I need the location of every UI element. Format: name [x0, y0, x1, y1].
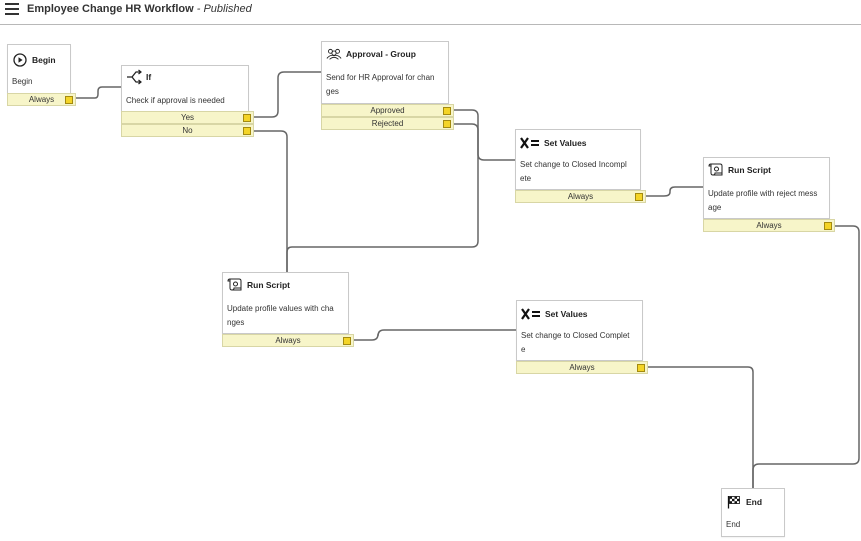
exit-port[interactable]: [243, 127, 251, 135]
wire-rejected-to-script-update: [286, 123, 479, 272]
activity-description-line-1: Send for HR Approval for chan: [326, 73, 435, 82]
exit-port[interactable]: [343, 337, 351, 345]
exit-always[interactable]: Always: [516, 361, 648, 374]
exit-label: Always: [569, 363, 595, 372]
checkered-flag-icon: [726, 494, 742, 510]
activity-description-line-2: ete: [520, 174, 532, 183]
activity-description-line-2: age: [708, 203, 722, 212]
activity-title: If: [146, 72, 152, 82]
activity-title: Set Values: [544, 138, 587, 148]
exit-port[interactable]: [443, 107, 451, 115]
exit-label: Approved: [370, 106, 405, 115]
play-icon: [12, 52, 28, 68]
exit-port[interactable]: [824, 222, 832, 230]
activity-description-line-2: nges: [227, 318, 245, 327]
exit-always[interactable]: Always: [703, 219, 835, 232]
branch-icon: [126, 69, 142, 85]
activity-run-script-reject[interactable]: Run Script Update profile with reject me…: [703, 157, 830, 219]
activity-title: Run Script: [728, 165, 771, 175]
exit-label: Always: [567, 192, 594, 201]
exit-always[interactable]: Always: [7, 93, 76, 106]
exit-label: Rejected: [371, 119, 404, 128]
activity-if[interactable]: If Check if approval is needed: [121, 65, 249, 112]
script-icon: [708, 162, 724, 178]
exit-no[interactable]: No: [121, 124, 254, 137]
exit-label: Always: [756, 221, 782, 230]
workflow-name: Employee Change HR Workflow: [27, 3, 194, 15]
activity-title: Run Script: [247, 280, 290, 290]
exit-port[interactable]: [65, 96, 73, 104]
exit-label: Yes: [180, 113, 195, 122]
activity-title: Begin: [32, 55, 56, 65]
activity-title: Approval - Group: [346, 49, 416, 59]
workflow-status: - Published: [196, 3, 252, 15]
wire-set-incomplete-to-script-reject: [646, 186, 703, 197]
exit-port[interactable]: [443, 120, 451, 128]
wire-no-to-script-update: [254, 130, 288, 272]
workflow-title: Employee Change HR Workflow - Published: [27, 3, 252, 15]
hamburger-menu-icon[interactable]: [5, 3, 19, 17]
activity-run-script-update[interactable]: Run Script Update profile values with ch…: [222, 272, 349, 334]
activity-set-values-incomplete[interactable]: Set Values Set change to Closed Incompl …: [515, 129, 641, 190]
workflow-header: Employee Change HR Workflow - Published: [0, 0, 861, 25]
activity-description: Check if approval is needed: [126, 96, 225, 105]
activity-end[interactable]: End End: [721, 488, 785, 537]
activity-description-line-1: Update profile with reject mess: [708, 189, 818, 198]
activity-description-line-1: Update profile values with cha: [227, 304, 334, 313]
activity-description-line-2: ges: [326, 87, 339, 96]
activity-set-values-complete[interactable]: Set Values Set change to Closed Complet …: [516, 300, 643, 361]
exit-yes[interactable]: Yes: [121, 111, 254, 124]
activity-begin[interactable]: Begin Begin: [7, 44, 71, 94]
wire-script-update-to-set-complete: [354, 329, 516, 341]
activity-title: End: [746, 497, 763, 507]
wire-approved-to-set-incomplete: [454, 109, 515, 161]
exit-approved[interactable]: Approved: [321, 104, 454, 117]
activity-title: Set Values: [545, 309, 588, 319]
script-icon: [227, 277, 243, 293]
exit-port[interactable]: [637, 364, 645, 372]
activity-description: Begin: [12, 77, 33, 86]
group-icon: [326, 46, 342, 62]
activity-description-line-1: Set change to Closed Incompl: [520, 160, 627, 169]
activity-approval-group[interactable]: Approval - Group Send for HR Approval fo…: [321, 41, 449, 104]
activity-description: End: [726, 520, 741, 529]
exit-label: Always: [275, 336, 301, 345]
exit-always[interactable]: Always: [515, 190, 646, 203]
exit-label: Always: [28, 95, 55, 104]
activity-description-line-2: e: [521, 345, 526, 354]
wire-begin-to-if: [75, 86, 121, 99]
set-values-icon: [521, 306, 541, 322]
wire-set-complete-to-end: [648, 366, 754, 488]
exit-always[interactable]: Always: [222, 334, 354, 347]
activity-description-line-1: Set change to Closed Complet: [521, 331, 630, 340]
exit-label: No: [182, 126, 193, 135]
exit-rejected[interactable]: Rejected: [321, 117, 454, 130]
wire-script-reject-to-end: [752, 225, 860, 488]
exit-port[interactable]: [635, 193, 643, 201]
exit-port[interactable]: [243, 114, 251, 122]
wire-yes-to-approval: [254, 71, 321, 118]
set-values-icon: [520, 135, 540, 151]
